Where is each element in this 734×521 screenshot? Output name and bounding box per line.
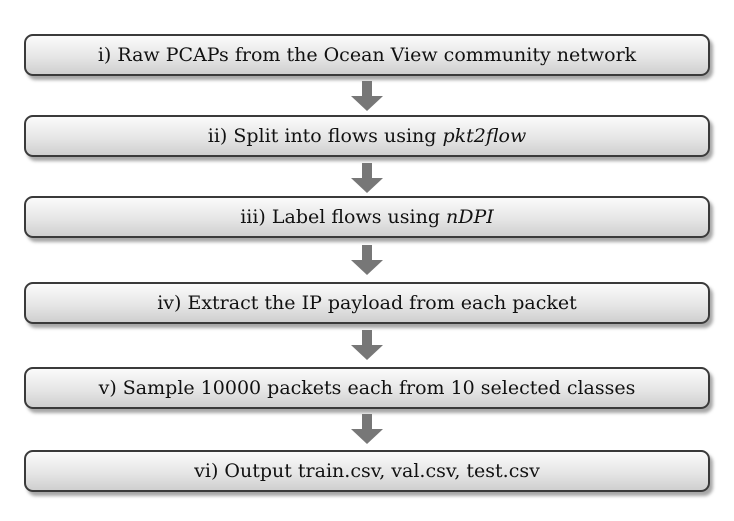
step-2-prefix: ii) Split into flows using bbox=[207, 125, 443, 147]
step-2-label: ii) Split into flows using pkt2flow bbox=[208, 125, 527, 147]
arrow-down-icon bbox=[351, 330, 383, 360]
arrow-down-icon bbox=[351, 414, 383, 444]
step-6-label: vi) Output train.csv, val.csv, test.csv bbox=[194, 460, 540, 482]
step-6-output-csv: vi) Output train.csv, val.csv, test.csv bbox=[24, 450, 710, 492]
step-3-prefix: iii) Label flows using bbox=[240, 206, 447, 228]
arrow-down-icon bbox=[351, 81, 383, 111]
step-2-tool: pkt2flow bbox=[442, 125, 527, 147]
step-2-split-flows: ii) Split into flows using pkt2flow bbox=[24, 115, 710, 157]
step-4-extract-payload: iv) Extract the IP payload from each pac… bbox=[24, 282, 710, 324]
step-3-label: iii) Label flows using nDPI bbox=[240, 206, 494, 228]
step-3-label-flows: iii) Label flows using nDPI bbox=[24, 196, 710, 238]
step-1-raw-pcaps: i) Raw PCAPs from the Ocean View communi… bbox=[24, 34, 710, 76]
step-3-tool: nDPI bbox=[446, 206, 494, 228]
arrow-down-icon bbox=[351, 245, 383, 275]
step-1-label: i) Raw PCAPs from the Ocean View communi… bbox=[97, 44, 637, 66]
step-5-sample-packets: v) Sample 10000 packets each from 10 sel… bbox=[24, 367, 710, 409]
arrow-down-icon bbox=[351, 163, 383, 193]
step-5-label: v) Sample 10000 packets each from 10 sel… bbox=[98, 377, 636, 399]
step-4-label: iv) Extract the IP payload from each pac… bbox=[157, 292, 577, 314]
